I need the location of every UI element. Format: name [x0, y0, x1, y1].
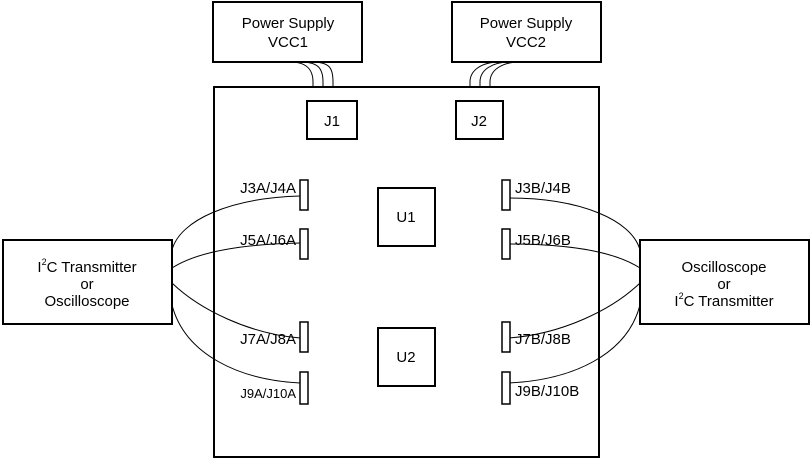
power-supply-vcc2: Power Supply VCC2: [451, 1, 602, 63]
jumper-j9a-j10a-label: J9A/J10A: [240, 386, 296, 401]
ic-u1: U1: [377, 187, 436, 247]
ic-u2-label: U2: [396, 349, 415, 366]
jumper-j9b-j10b-label: J9B/J10B: [515, 383, 579, 400]
left-instrument-i: I: [37, 259, 41, 276]
right-instrument-line2: or: [717, 276, 730, 293]
right-instrument-cables: [508, 197, 641, 384]
evaluation-board: [213, 86, 600, 458]
right-instrument-i: I: [674, 293, 678, 310]
jumper-j5b-j6b-label: J5B/J6B: [515, 232, 571, 249]
connector-j1: J1: [306, 100, 358, 140]
right-instrument-superscript: 2: [679, 291, 684, 301]
left-instrument-box: I2C Transmitter or Oscilloscope: [2, 239, 173, 325]
left-instrument-cables: [171, 195, 301, 384]
jumper-j7b-j8b: J7B/J8B: [501, 321, 571, 353]
left-instrument-rest: C Transmitter: [47, 259, 137, 276]
left-instrument-superscript: 2: [42, 257, 47, 267]
left-instrument-line3: Oscilloscope: [44, 293, 129, 310]
connector-j2-label: J2: [471, 113, 487, 130]
power-supply-vcc1: Power Supply VCC1: [212, 1, 363, 63]
left-instrument-line2: or: [80, 276, 93, 293]
power-supply-vcc1-line1: Power Supply: [242, 15, 335, 32]
jumper-j9b-j10b: J9B/J10B: [501, 371, 579, 405]
connector-j2: J2: [455, 100, 504, 140]
jumper-j3b-j4b-label: J3B/J4B: [515, 180, 571, 197]
connector-j1-label: J1: [324, 113, 340, 130]
jumper-j7a-j8a: J7A/J8A: [240, 321, 309, 353]
right-instrument-line3: I2C Transmitter: [674, 291, 773, 310]
ic-u1-label: U1: [396, 209, 415, 226]
power-supply-vcc2-line1: Power Supply: [480, 15, 573, 32]
left-instrument-line1: I2C Transmitter: [37, 257, 136, 276]
jumper-j9a-j10a: J9A/J10A: [240, 371, 309, 405]
jumper-j5b-j6b: J5B/J6B: [501, 228, 571, 260]
jumper-j5a-j6a: J5A/J6A: [240, 228, 309, 260]
jumper-j7b-j8b-label: J7B/J8B: [515, 331, 571, 348]
jumper-j3b-j4b: J3B/J4B: [501, 179, 571, 211]
jumper-j7a-j8a-label: J7A/J8A: [240, 331, 296, 348]
right-instrument-box: Oscilloscope or I2C Transmitter: [639, 239, 810, 325]
right-instrument-rest: C Transmitter: [684, 293, 774, 310]
jumper-j3a-j4a: J3A/J4A: [240, 179, 309, 211]
jumper-j5a-j6a-label: J5A/J6A: [240, 232, 296, 249]
ic-u2: U2: [377, 327, 436, 387]
jumper-j3a-j4a-label: J3A/J4A: [240, 180, 296, 197]
right-instrument-line1: Oscilloscope: [681, 259, 766, 276]
power-supply-vcc2-line2: VCC2: [506, 34, 546, 51]
power-supply-vcc1-line2: VCC1: [268, 34, 308, 51]
